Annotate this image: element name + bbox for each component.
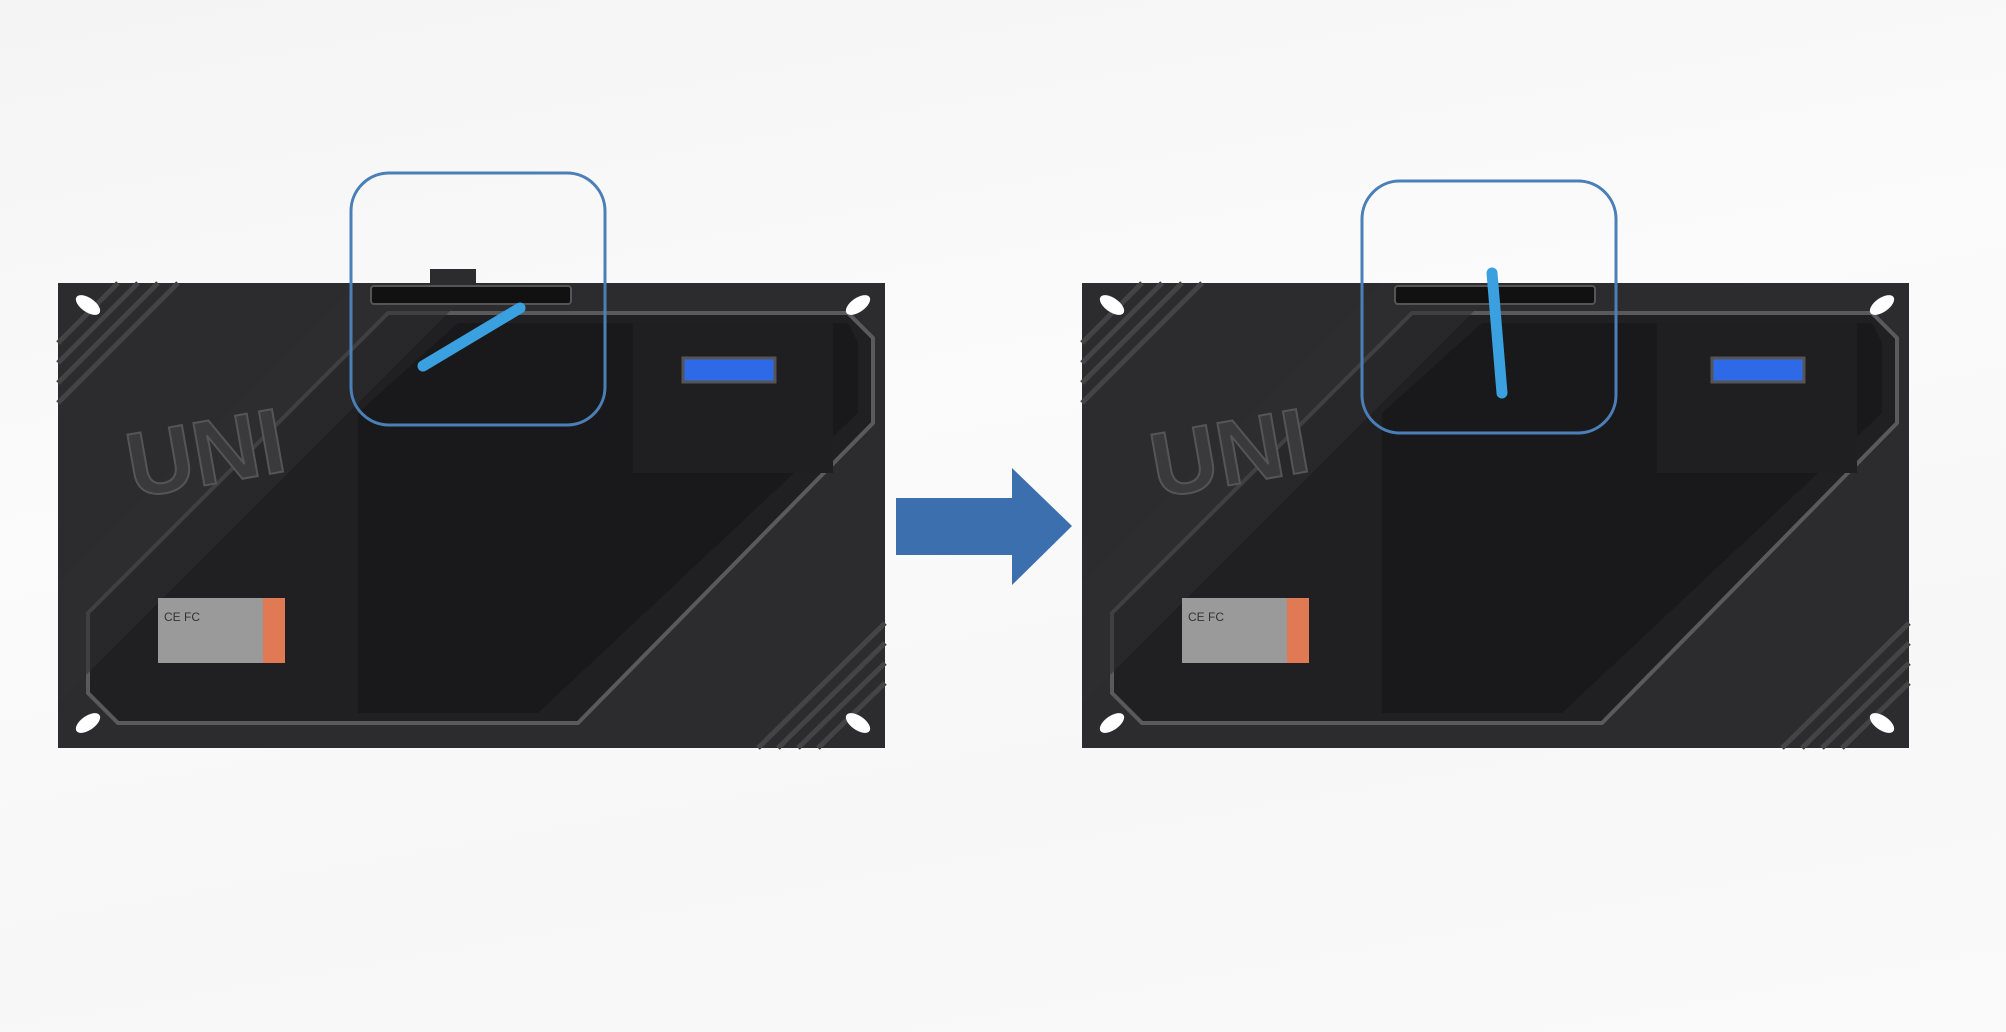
arrow-right-icon <box>896 468 1072 585</box>
product-label: CE FC <box>1182 598 1309 663</box>
cert-marks: CE FC <box>164 610 200 624</box>
highlight-box-before <box>349 171 607 427</box>
cabinet-after: UNI CE FC <box>1082 267 1909 748</box>
handle-angled <box>417 302 526 372</box>
cert-marks: CE FC <box>1188 610 1224 624</box>
status-display <box>1710 356 1806 384</box>
cabinet-before: UNI CE FC <box>58 269 885 748</box>
highlight-box-after <box>1360 179 1618 435</box>
status-display <box>681 356 777 384</box>
handle-upright <box>1486 267 1508 399</box>
product-label: CE FC <box>158 598 285 663</box>
